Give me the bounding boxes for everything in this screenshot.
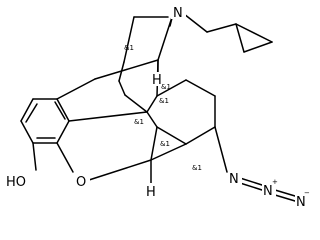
bonds xyxy=(20,13,296,202)
hydroxyl-label: HO xyxy=(6,175,26,190)
bond xyxy=(239,182,263,191)
azide-minus-charge: − xyxy=(304,189,310,197)
chemical-structure: N O HO N N + N − H H &1 &1 &1 &1 &1 &1 xyxy=(5,3,310,210)
bond xyxy=(243,41,273,53)
stereo-label: &1 xyxy=(160,140,170,148)
nitrogen-label: N xyxy=(173,6,183,21)
bond xyxy=(274,189,296,197)
azide-n3-label: N xyxy=(296,195,306,210)
bond xyxy=(235,23,273,43)
azide-plus-charge: + xyxy=(272,178,278,186)
bond xyxy=(156,79,187,97)
bond xyxy=(235,23,245,53)
bond xyxy=(239,177,263,186)
azide-n2-label: N xyxy=(263,184,273,199)
bond xyxy=(118,80,126,96)
bond xyxy=(150,126,158,161)
atom-labels: N O HO N N + N − H H xyxy=(5,3,310,210)
stereo-label: &1 xyxy=(124,44,134,52)
structure-canvas: N O HO N N + N − H H &1 &1 &1 &1 &1 &1 xyxy=(5,3,310,210)
bond xyxy=(183,13,208,33)
bond xyxy=(54,101,66,120)
bond xyxy=(146,111,158,128)
stereo-label: &1 xyxy=(159,97,169,105)
bond xyxy=(56,142,74,173)
stereo-label: &1 xyxy=(161,83,171,91)
bond xyxy=(20,120,34,144)
stereo-descriptors: &1 &1 &1 &1 &1 &1 xyxy=(124,44,202,172)
bond xyxy=(56,78,96,100)
bond xyxy=(185,126,216,145)
bond xyxy=(118,61,125,82)
bond xyxy=(94,59,159,80)
bond xyxy=(68,111,148,122)
ether-oxygen-label: O xyxy=(76,175,86,190)
bond xyxy=(185,79,216,97)
bond xyxy=(150,143,187,161)
bond xyxy=(214,126,228,173)
azide-n1-label: N xyxy=(229,172,239,187)
bond xyxy=(32,142,37,171)
bond xyxy=(20,98,34,122)
stereo-label: &1 xyxy=(192,164,202,172)
stereo-label: &1 xyxy=(134,118,144,126)
bond xyxy=(56,98,70,122)
bond xyxy=(274,194,296,202)
bond xyxy=(206,23,237,33)
bond xyxy=(25,103,38,123)
bond xyxy=(124,94,148,113)
bond xyxy=(88,159,152,181)
bond xyxy=(156,126,187,145)
bond xyxy=(146,95,158,113)
hydrogen-bottom-label: H xyxy=(146,185,156,200)
hydrogen-top-label: H xyxy=(152,73,162,88)
bond xyxy=(123,16,135,63)
bond xyxy=(56,120,70,144)
